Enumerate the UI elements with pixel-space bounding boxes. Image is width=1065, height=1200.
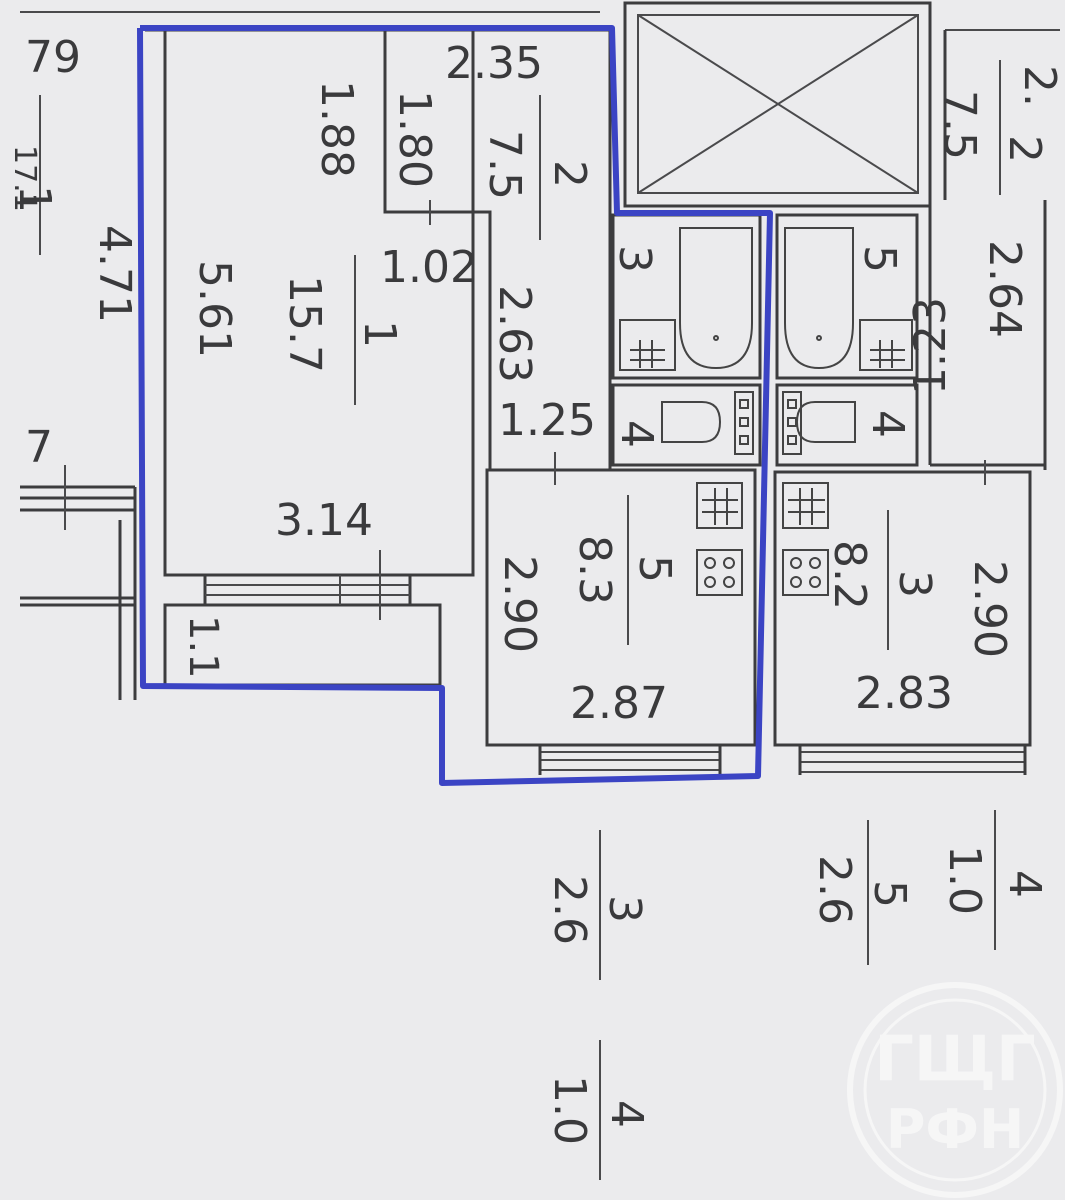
- dim-4-71: 4.71: [89, 225, 140, 323]
- room-number-5-kitchen: 5: [629, 555, 680, 583]
- dim-2-87: 2.87: [570, 678, 668, 729]
- dim-1-25: 1.25: [498, 395, 596, 446]
- sink-icon: [619, 319, 676, 371]
- dim-1-02: 1.02: [380, 242, 478, 293]
- dim-2-83: 2.83: [855, 668, 953, 719]
- room-number-4-wc: 4: [611, 420, 662, 448]
- area-1-0-balcony-bottom: 1.0: [544, 1075, 595, 1145]
- dim-79: 79: [25, 32, 81, 83]
- area-2-6-balcony: 2.6: [544, 875, 595, 945]
- room-number-2-hall: 2: [544, 160, 595, 188]
- watermark-logo: ГЩГ РФН: [847, 982, 1063, 1198]
- stove-icon: [782, 549, 829, 596]
- dim-2-right: 2.: [1014, 65, 1065, 107]
- dim-1-80: 1.80: [389, 90, 440, 188]
- area-7-5-hall: 7.5: [479, 130, 530, 200]
- toilet-icon: [661, 391, 754, 455]
- room-number-4-wc-right: 4: [862, 410, 913, 438]
- area-8-3: 8.3: [569, 535, 620, 605]
- dim-1-88: 1.88: [311, 80, 362, 178]
- room-number-4-balcony-right: 4: [999, 870, 1050, 898]
- dim-1-23: 1.23: [905, 297, 956, 395]
- toilet-icon: [782, 391, 856, 455]
- dim-1-1: 1.1: [180, 615, 226, 679]
- dim-2-64: 2.64: [979, 240, 1030, 338]
- kitchen-sink-icon: [782, 482, 829, 529]
- bathtub-icon: [679, 227, 753, 370]
- apartment-outline: [137, 25, 773, 786]
- dim-2-63: 2.63: [489, 285, 540, 383]
- area-8-2: 8.2: [824, 540, 875, 610]
- sink-icon: [859, 319, 913, 371]
- room-number-3-kitchen-right: 3: [889, 570, 940, 598]
- dim-5-61: 5.61: [189, 260, 240, 358]
- stove-icon: [696, 549, 743, 596]
- room-number-4-balcony-bottom: 4: [601, 1100, 652, 1128]
- fixtures: [619, 227, 913, 596]
- dim-7: 7: [25, 422, 53, 473]
- area-15-7: 15.7: [279, 275, 330, 373]
- dim-3-14: 3.14: [275, 495, 373, 546]
- room-number-2-right: 2: [999, 135, 1050, 163]
- watermark-text-top: ГЩГ: [874, 1022, 1035, 1095]
- room-number-3-bath: 3: [609, 245, 660, 273]
- dim-2-90-right: 2.90: [964, 560, 1015, 658]
- room-number-5-balcony: 5: [864, 880, 915, 908]
- area-2-6-balcony-right: 2.6: [809, 855, 860, 925]
- dim-2-35: 2.35: [445, 38, 543, 89]
- area-17-1: 17.1: [7, 145, 42, 212]
- room-number-1-left: 1: [9, 185, 60, 213]
- kitchen-sink-icon: [696, 482, 743, 529]
- dimension-ticks: [64, 60, 1001, 1180]
- room-number-5-bath-right: 5: [854, 245, 905, 273]
- bathtub-icon: [784, 227, 854, 370]
- room-number-1: 1: [354, 320, 405, 348]
- area-7-5-right: 7.5: [934, 90, 985, 160]
- room-number-3-balcony: 3: [599, 895, 650, 923]
- dim-2-90-kitchen: 2.90: [494, 555, 545, 653]
- area-1-0-balcony-right: 1.0: [939, 845, 990, 915]
- watermark-text-bottom: РФН: [886, 1098, 1024, 1161]
